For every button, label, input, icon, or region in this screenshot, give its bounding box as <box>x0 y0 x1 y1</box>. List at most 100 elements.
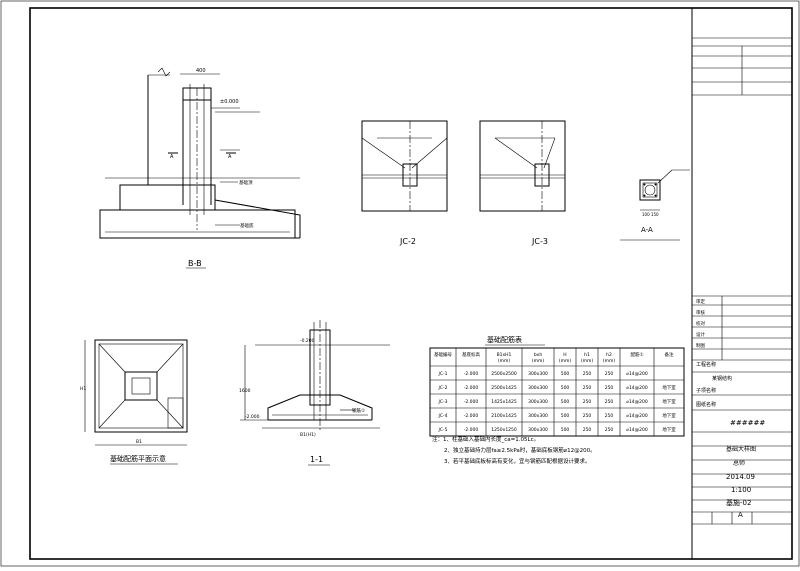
designer: 总师 <box>733 459 745 467</box>
table-cell: 300x300 <box>528 385 548 391</box>
table-cell: 250 <box>605 399 614 405</box>
table-border <box>429 347 685 437</box>
marker-a-right: A <box>228 154 232 160</box>
section-bb: 400 ±0.000 基础顶 基础底 A A B-B <box>99 67 301 269</box>
table-header: bxh <box>534 352 543 358</box>
table-header: B1xH1 <box>497 352 512 358</box>
table-cell: 500 <box>561 399 570 405</box>
table-cell: -2.000 <box>464 371 479 377</box>
date: 2014.09 <box>726 473 755 481</box>
aa-label: A-A <box>641 226 653 234</box>
jc3-label: JC-3 <box>531 237 548 246</box>
table-cell: 250 <box>583 371 592 377</box>
table-header: (mm) <box>581 358 594 364</box>
drawing-no: 基施-02 <box>726 498 751 507</box>
label-content: 图纸名称 <box>696 401 716 408</box>
table-title: 基础配筋表 <box>487 335 522 344</box>
table-cell: 300x300 <box>528 427 548 433</box>
note-1: 注：1、柱基础入基础内长度_ca=1.05Lc。 <box>432 435 539 443</box>
table-cell: 300x300 <box>528 413 548 419</box>
content-mark: ###### <box>730 419 765 427</box>
dim-label: ±0.000 <box>220 99 239 105</box>
table-cell: -2.000 <box>464 385 479 391</box>
table-cell: JC-4 <box>438 413 448 419</box>
tb-row-label: 审核 <box>696 309 705 316</box>
project-name: 某钢结构 <box>712 375 732 382</box>
table-cell: ⌀14@200 <box>626 385 648 391</box>
table-cell: JC-1 <box>438 371 448 377</box>
table-cell: 500 <box>561 371 570 377</box>
table-cell: 2100x1425 <box>491 413 517 419</box>
table-cell: 地下室 <box>662 384 676 391</box>
table-cell: ⌀14@200 <box>626 399 648 405</box>
table-cell: 地下室 <box>662 398 676 405</box>
plan-label: 基础配筋平面示意 <box>110 454 166 463</box>
frame-border <box>29 7 793 560</box>
drawing-title: 基础大样图 <box>726 445 756 453</box>
table-cell: 地下室 <box>662 412 676 419</box>
table-cell: -2.000 <box>464 413 479 419</box>
tb-row-label: 制图 <box>696 342 705 349</box>
tb-row-label: 审定 <box>696 298 705 305</box>
table-header: 备注 <box>665 351 674 358</box>
callout-1: 基础顶 <box>239 179 253 186</box>
table-header: (mm) <box>559 358 572 364</box>
table-cell: 1425x1425 <box>491 399 517 405</box>
version: A <box>738 511 743 519</box>
table-header: h1 <box>584 352 590 358</box>
section-note: 钢筋① <box>352 407 365 414</box>
bb-label: B-B <box>188 259 202 268</box>
view-jc2: JC-2 <box>361 120 448 246</box>
table-cell: -2.000 <box>464 427 479 433</box>
table-cell: JC-2 <box>438 385 448 391</box>
section-top: -0.200 <box>300 338 315 344</box>
table-cell: 250 <box>605 427 614 433</box>
table-cell: 300x300 <box>528 399 548 405</box>
table-cell: JC-3 <box>438 399 448 405</box>
table-cell: 250 <box>583 385 592 391</box>
scale: 1:100 <box>731 486 751 494</box>
label-company: 工程名称 <box>696 361 716 368</box>
jc2-label: JC-2 <box>399 237 416 246</box>
table-cell: 2500x1425 <box>491 385 517 391</box>
table-cell: ⌀14@200 <box>626 413 648 419</box>
view-jc3: JC-3 <box>479 120 566 246</box>
table-header: (mm) <box>532 358 545 364</box>
table-cell: 500 <box>561 427 570 433</box>
table-header: H <box>563 352 566 358</box>
table-cell: 1250x1250 <box>491 427 517 433</box>
marker-a-left: A <box>170 154 174 160</box>
section-elev: -2.000 <box>245 414 260 420</box>
table-header: 基底标高 <box>462 351 480 358</box>
table-cell: 250 <box>583 413 592 419</box>
plan-dim-h1: H1 <box>80 386 86 392</box>
table-cell: 500 <box>561 413 570 419</box>
table-cell: JC-5 <box>438 427 448 433</box>
dim-400: 400 <box>196 68 206 74</box>
notes: 注：1、柱基础入基础内长度_ca=1.05Lc。 2、独立基础持力层fa≥2.5… <box>432 435 596 465</box>
section-label: 1-1 <box>310 455 323 464</box>
table-cell: 250 <box>583 427 592 433</box>
table-cell: 2500x2500 <box>491 371 517 377</box>
label-item: 子项名称 <box>696 387 716 394</box>
view-aa: 100 150 A-A <box>620 169 690 241</box>
view-plan: B1 H1 基础配筋平面示意 <box>80 339 188 465</box>
table-cell: 500 <box>561 385 570 391</box>
aa-dim: 100 150 <box>642 212 659 217</box>
section-11: B1(H1) 1600 -2.000 -0.200 钢筋① 1-1 <box>239 320 390 466</box>
callout-2: 基础底 <box>240 222 254 229</box>
note-3: 3、若平基础底板标高有变化，宜与钢筋匹配根据设计要求。 <box>444 457 591 465</box>
section-dim-h: 1600 <box>239 388 251 394</box>
table-cell: 250 <box>583 399 592 405</box>
table-header: (mm) <box>498 358 511 364</box>
table-cell: ⌀14@200 <box>626 427 648 433</box>
table-header: h2 <box>606 352 612 358</box>
tb-row-label: 设计 <box>696 331 705 338</box>
table-header: 配筋① <box>630 351 643 358</box>
table-header: 基础编号 <box>434 351 452 358</box>
table-cell: ⌀14@200 <box>626 371 648 377</box>
table-header: (mm) <box>603 358 616 364</box>
